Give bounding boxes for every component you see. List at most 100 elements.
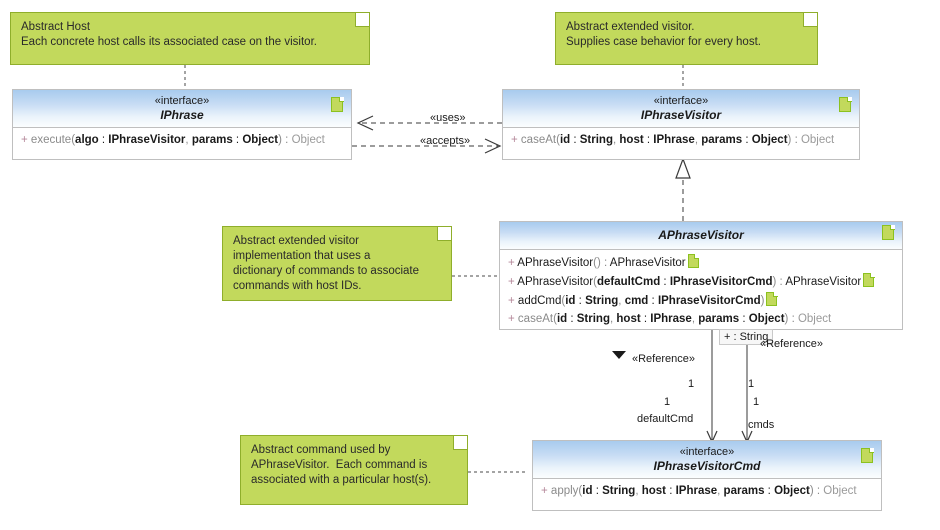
class-box-iphrasevisitor[interactable]: «interface» IPhraseVisitor + caseAt(id :… xyxy=(502,89,860,160)
feature-paren-close: ) xyxy=(760,295,765,307)
class-features-aphrasevisitor: + APhraseVisitor() : APhraseVisitor + AP… xyxy=(500,250,902,331)
class-feature-row[interactable]: + caseAt(id : String, host : IPhrase, pa… xyxy=(508,313,832,325)
class-name: IPhraseVisitor xyxy=(640,108,722,122)
param-sep: : xyxy=(739,313,749,325)
class-box-iphrase[interactable]: «interface» IPhrase + execute(algo : IPh… xyxy=(12,89,352,160)
param-name: defaultCmd xyxy=(596,276,661,288)
feature-name: caseAt xyxy=(517,313,554,325)
feature-paren-close: ) xyxy=(787,134,792,146)
class-feature-row[interactable]: + addCmd(id : String, cmd : IPhraseVisit… xyxy=(500,291,902,310)
feature-paren-close: ) xyxy=(809,485,814,497)
feature-name: execute xyxy=(30,134,72,146)
class-feature-row[interactable]: + APhraseVisitor() : APhraseVisitor xyxy=(500,253,902,272)
param-type: IPhraseVisitor xyxy=(108,134,186,146)
note-line: APhraseVisitor. Each command is xyxy=(251,459,428,471)
feature-return-type: APhraseVisitor xyxy=(609,257,686,269)
param-name: id xyxy=(565,295,576,307)
class-header-iphrasevisitorcmd: «interface» IPhraseVisitorCmd xyxy=(533,441,881,479)
param-type: IPhraseVisitorCmd xyxy=(669,276,773,288)
feature-return-sep: : xyxy=(600,257,610,269)
connector-label-uses: «uses» xyxy=(430,112,466,124)
note-abstract-visitor-impl: Abstract extended visitor implementation… xyxy=(222,226,452,301)
note-line: associated with a particular host(s). xyxy=(251,474,432,486)
class-name: APhraseVisitor xyxy=(658,228,744,242)
document-icon xyxy=(331,96,344,112)
param-name: cmd xyxy=(624,295,649,307)
association-role-cmds: cmds xyxy=(748,419,775,431)
note-abstract-host: Abstract Host Each concrete host calls i… xyxy=(10,12,370,65)
association-role-defaultcmd: defaultCmd xyxy=(637,413,694,425)
param-sep: : xyxy=(666,485,676,497)
note-line: commands with host IDs. xyxy=(233,280,362,292)
param-type: Object xyxy=(774,485,810,497)
note-line: Each concrete host calls its associated … xyxy=(21,36,317,48)
param-type: String xyxy=(585,295,619,307)
param-sep: : xyxy=(98,134,109,146)
class-box-aphrasevisitor[interactable]: APhraseVisitor + APhraseVisitor() : APhr… xyxy=(499,221,903,330)
param-name: params xyxy=(723,485,765,497)
note-line: Abstract command used by xyxy=(251,444,391,456)
feature-paren-close: ) xyxy=(784,313,789,325)
connector-label-accepts: «accepts» xyxy=(420,135,471,147)
document-icon xyxy=(687,253,700,268)
param-sep: : xyxy=(660,276,670,288)
class-features-iphrasevisitor: + caseAt(id : String, host : IPhrase, pa… xyxy=(503,128,859,152)
class-feature-row[interactable]: + apply(id : String, host : IPhrase, par… xyxy=(541,485,857,497)
param-type: String xyxy=(579,134,613,146)
note-abstract-command: Abstract command used by APhraseVisitor.… xyxy=(240,435,468,505)
feature-paren-close: ) xyxy=(772,276,777,288)
param-sep: : xyxy=(648,295,658,307)
param-name: id xyxy=(556,313,568,325)
note-line: Abstract extended visitor. xyxy=(566,21,695,33)
feature-return-type: Object xyxy=(291,134,325,146)
param-sep: : xyxy=(567,313,577,325)
feature-return-type: Object xyxy=(800,134,835,146)
association-stereotype-right: «Reference» xyxy=(760,338,823,350)
document-icon xyxy=(766,291,778,306)
class-header-iphrasevisitor: «interface» IPhraseVisitor xyxy=(503,90,859,128)
document-icon xyxy=(882,224,895,240)
feature-return-type: APhraseVisitor xyxy=(785,276,862,288)
param-name: params xyxy=(191,134,233,146)
param-name: host xyxy=(619,134,644,146)
class-box-iphrasevisitorcmd[interactable]: «interface» IPhraseVisitorCmd + apply(id… xyxy=(532,440,882,511)
feature-name: apply xyxy=(550,485,579,497)
param-type: IPhrase xyxy=(653,134,695,146)
param-type: IPhrase xyxy=(650,313,692,325)
class-name: IPhraseVisitorCmd xyxy=(653,459,761,473)
class-header-iphrase: «interface» IPhrase xyxy=(13,90,351,128)
class-header-aphrasevisitor: APhraseVisitor xyxy=(500,222,902,250)
association-multiplicity: 1 xyxy=(664,396,671,408)
class-stereotype: «interface» xyxy=(653,95,709,107)
feature-paren-close: ) xyxy=(278,134,282,146)
feature-name: APhraseVisitor xyxy=(517,276,594,288)
param-name: algo xyxy=(75,134,99,146)
feature-return-type: Object xyxy=(823,485,857,497)
param-sep: : xyxy=(570,134,580,146)
feature-name: APhraseVisitor xyxy=(517,257,594,269)
class-features-iphrasevisitorcmd: + apply(id : String, host : IPhrase, par… xyxy=(533,479,881,503)
class-feature-row[interactable]: + caseAt(id : String, host : IPhrase, pa… xyxy=(511,134,835,146)
param-name: host xyxy=(616,313,641,325)
association-multiplicity: 1 xyxy=(753,396,760,408)
param-sep: : xyxy=(643,134,654,146)
note-line: dictionary of commands to associate xyxy=(233,265,420,277)
feature-visibility: + xyxy=(508,257,515,269)
param-type: Object xyxy=(748,313,785,325)
feature-visibility: + xyxy=(508,295,515,307)
note-line: Abstract extended visitor xyxy=(233,235,359,247)
document-icon xyxy=(861,447,874,463)
feature-return-sep: : xyxy=(791,134,801,146)
feature-visibility: + xyxy=(21,134,28,146)
association-attribute-string: + : String xyxy=(719,329,774,345)
class-feature-row[interactable]: + execute(algo : IPhraseVisitor, params … xyxy=(21,134,325,146)
param-type: Object xyxy=(242,134,279,146)
note-fold-corner xyxy=(453,436,467,450)
note-line: Supplies case behavior for every host. xyxy=(566,36,761,48)
feature-name: addCmd xyxy=(517,295,562,307)
param-name: id xyxy=(582,485,593,497)
class-feature-row[interactable]: + APhraseVisitor(defaultCmd : IPhraseVis… xyxy=(500,272,902,291)
class-name: IPhrase xyxy=(160,108,204,122)
feature-paren-open: ( xyxy=(578,485,583,497)
